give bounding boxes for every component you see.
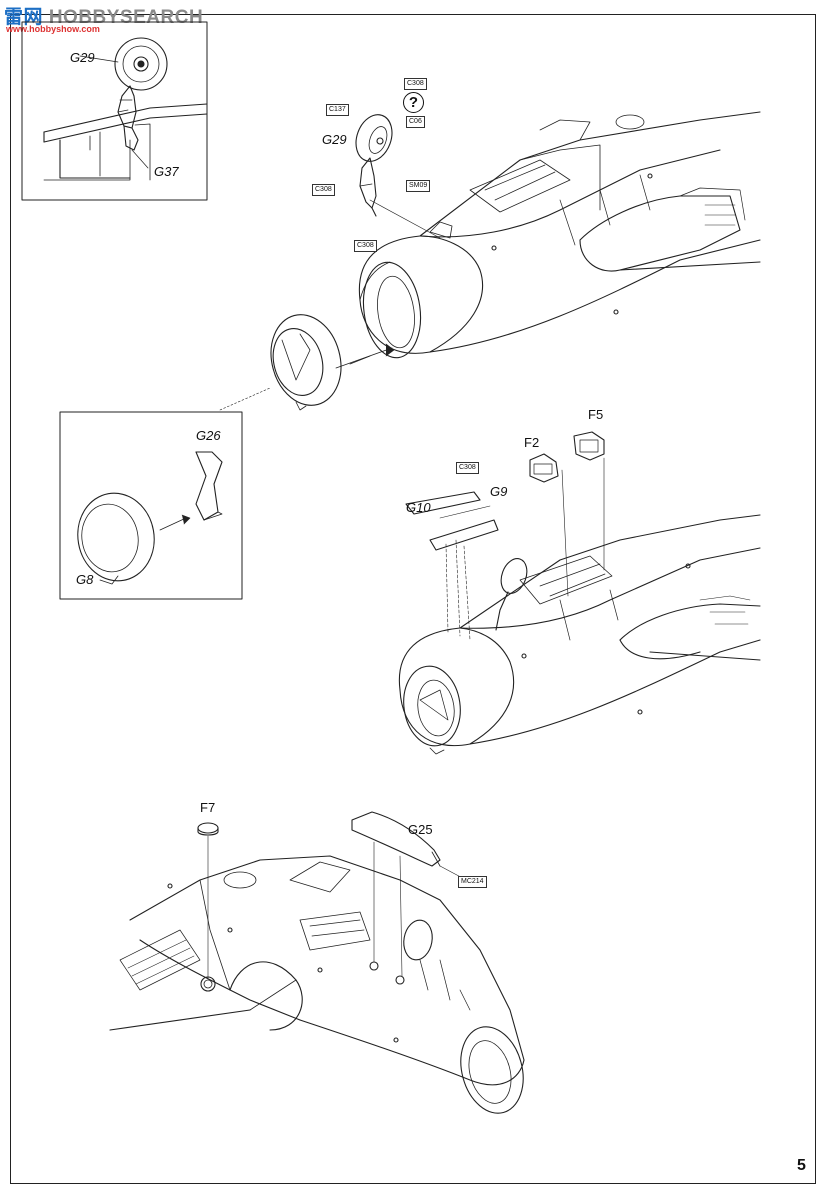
question-mark-symbol: ? xyxy=(403,92,424,113)
label-f5: F5 xyxy=(588,407,604,422)
tag-c308-mid: C308 xyxy=(456,462,479,474)
tag-c308-top: C308 xyxy=(404,78,427,90)
label-f7: F7 xyxy=(200,800,216,815)
tag-c308-left: C308 xyxy=(312,184,335,196)
drawing-nose-step-3 xyxy=(109,811,525,1114)
label-f2: F2 xyxy=(524,435,540,450)
tag-c06: C06 xyxy=(406,116,425,128)
inset-intake-assembly xyxy=(59,411,243,600)
tag-c308-lower: C308 xyxy=(354,240,377,252)
label-g25: G25 xyxy=(408,822,433,837)
label-g29: G29 xyxy=(322,132,347,147)
label-g37: G37 xyxy=(154,164,179,179)
drawing-nose-step-2 xyxy=(398,431,761,755)
watermark-brand-a: 雷 xyxy=(4,7,24,28)
label-g10: G10 xyxy=(406,500,431,515)
watermark-url: www.hobbyshow.com xyxy=(6,24,100,34)
drawing-nose-step-1 xyxy=(335,111,761,369)
watermark-brand-d: SEARCH xyxy=(119,7,204,28)
part-g29-wheel xyxy=(355,114,393,217)
tag-sm09: SM09 xyxy=(406,180,431,192)
page-frame xyxy=(10,14,816,1184)
tag-mc214: MC214 xyxy=(458,876,487,888)
tag-c137: C137 xyxy=(326,104,349,116)
watermark-brand-b: 网 xyxy=(23,7,44,28)
label-g29-inset: G29 xyxy=(70,50,95,65)
part-intake-ring xyxy=(219,314,371,411)
label-g9: G9 xyxy=(490,484,508,499)
page-number: 5 xyxy=(797,1157,806,1174)
watermark-brand-c: HOBBY xyxy=(48,7,120,28)
label-g26: G26 xyxy=(196,428,221,443)
label-g8: G8 xyxy=(76,572,94,587)
inset-landing-gear-detail xyxy=(21,21,208,201)
